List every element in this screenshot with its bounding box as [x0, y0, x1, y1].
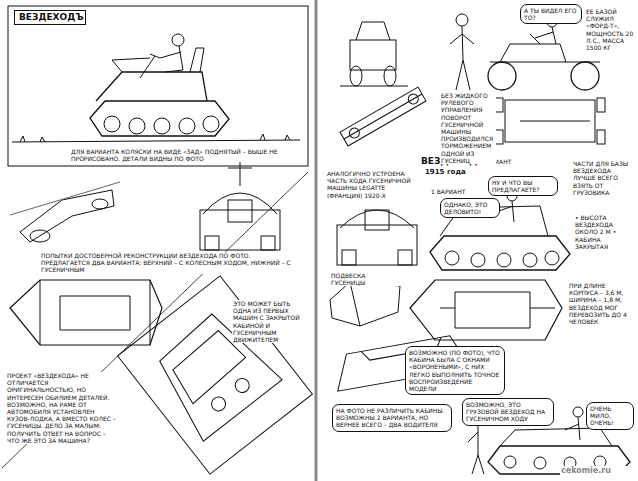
speech-bubble: ОДНАКО, ЭТО ДЕЛОВИТО!	[440, 198, 500, 218]
note-text: ПОПЫТКИ ДОСТОВЕРНОЙ РЕКОНСТРУКЦИИ ВЕЗДЕХ…	[40, 252, 300, 274]
note-text: ЧАСТИ ДЛЯ БАЗЫ ВЕЗДЕХОДА ЛУЧШЕ ВСЕГО ВЗЯ…	[572, 160, 634, 196]
title-tag: ВЕЗДЕХОДЪ	[14, 10, 86, 25]
note-text: 1915 года	[424, 168, 474, 176]
text: НУ И ЧТО ВЫ ПРЕДЛАГАЕТЕ?	[492, 179, 554, 193]
text: ЕЕ БАЗОЙ СЛУЖИЛ «ФОРД-Т», МОЩНОСТЬ 20 Л.…	[586, 8, 634, 51]
note-text: ПОДВЕСКА ГУСЕНИЦЫ	[330, 272, 400, 286]
note-text: • ВЫСОТА ВЕЗДЕХОДА ОКОЛО 2 М • КАБИНА ЗА…	[574, 214, 634, 250]
text: ВОЗМОЖНО (ПО ФОТО), ЧТО КАБИНА БЫЛА С ОК…	[409, 349, 501, 392]
text: cekomie.ru	[561, 466, 629, 476]
speech-bubble: НА ФОТО НЕ РАЗЛИЧИТЬ КАБИНЫ. ВОЗМОЖНЫ 2 …	[332, 404, 452, 432]
text: ЧАСТИ ДЛЯ БАЗЫ ВЕЗДЕХОДА ЛУЧШЕ ВСЕГО ВЗЯ…	[573, 160, 633, 196]
text: ПРОЕКТ «ВЕЗДЕХОДА» НЕ ОТЛИЧАЕТСЯ ОРИГИНА…	[7, 372, 117, 444]
text: ПОПЫТКИ ДОСТОВЕРНОЙ РЕКОНСТРУКЦИИ ВЕЗДЕХ…	[41, 252, 299, 274]
text: ПРИ ДЛИНЕ КОРПУСА – 3,6 М, ШИРИНА – 1,8 …	[569, 282, 633, 325]
text: ДЛЯ ВАРИАНТА КОЛЯСКИ НА ВИДЕ «ЗАД» ПОДНЯ…	[71, 148, 289, 162]
text: 1915 года	[425, 168, 473, 176]
note-text: ЭТО МОЖЕТ БЫТЬ ОДНА ИЗ ПЕРВЫХ МАШИН С ЗА…	[232, 300, 308, 343]
text: ВЕЗДЕХОДЪ	[19, 12, 81, 23]
speech-bubble: ОЧЕНЬ МИЛО, ОЧЕНЬ!	[586, 402, 634, 430]
note-text: ПРИ ДЛИНЕ КОРПУСА – 3,6 М, ШИРИНА – 1,8 …	[568, 282, 634, 325]
text: • ВЫСОТА ВЕЗДЕХОДА ОКОЛО 2 М • КАБИНА ЗА…	[575, 214, 633, 250]
text: А ТЫ ВИДЕЛ ЕГО ТО?	[524, 7, 578, 21]
note-text: АНАЛОГИЧНО УСТРОЕНА ЧАСТЬ ХОДА ГУСЕНИЧНО…	[326, 170, 418, 199]
note-text: БЕЗ ЖИДКОГО РУЛЕВОГО УПРАВЛЕНИЯ ПОВОРОТ …	[440, 92, 496, 164]
note-text: ПРОЕКТ «ВЕЗДЕХОДА» НЕ ОТЛИЧАЕТСЯ ОРИГИНА…	[6, 372, 118, 444]
note-text: ЕЕ БАЗОЙ СЛУЖИЛ «ФОРД-Т», МОЩНОСТЬ 20 Л.…	[585, 8, 635, 51]
speech-bubble: НУ И ЧТО ВЫ ПРЕДЛАГАЕТЕ?	[488, 176, 558, 196]
text: БЕЗ ЖИДКОГО РУЛЕВОГО УПРАВЛЕНИЯ ПОВОРОТ …	[441, 92, 495, 164]
text: ВОЗМОЖНО, ЭТО ГРУЗОВОЙ ВЕЗДЕХОД НА ГУСЕН…	[466, 401, 550, 423]
text: НА ФОТО НЕ РАЗЛИЧИТЬ КАБИНЫ. ВОЗМОЖНЫ 2 …	[336, 407, 448, 429]
note-text: cekomie.ru	[560, 466, 630, 476]
text: ПОДВЕСКА ГУСЕНИЦЫ	[331, 272, 399, 286]
text: АНАЛОГИЧНО УСТРОЕНА ЧАСТЬ ХОДА ГУСЕНИЧНО…	[327, 170, 417, 199]
note-text: ДЛЯ ВАРИАНТА КОЛЯСКИ НА ВИДЕ «ЗАД» ПОДНЯ…	[70, 148, 290, 162]
speech-bubble: ВОЗМОЖНО, ЭТО ГРУЗОВОЙ ВЕЗДЕХОД НА ГУСЕН…	[462, 398, 554, 426]
text: ЭТО МОЖЕТ БЫТЬ ОДНА ИЗ ПЕРВЫХ МАШИН С ЗА…	[233, 300, 307, 343]
text: ОЧЕНЬ МИЛО, ОЧЕНЬ!	[590, 405, 630, 427]
note-text: 1 ВАРИАНТ	[430, 188, 470, 195]
speech-bubble: А ТЫ ВИДЕЛ ЕГО ТО?	[520, 4, 582, 24]
speech-bubble: ВОЗМОЖНО (ПО ФОТО), ЧТО КАБИНА БЫЛА С ОК…	[405, 346, 505, 395]
text: 1 ВАРИАНТ	[431, 188, 469, 195]
text: ОДНАКО, ЭТО ДЕЛОВИТО!	[444, 201, 496, 215]
